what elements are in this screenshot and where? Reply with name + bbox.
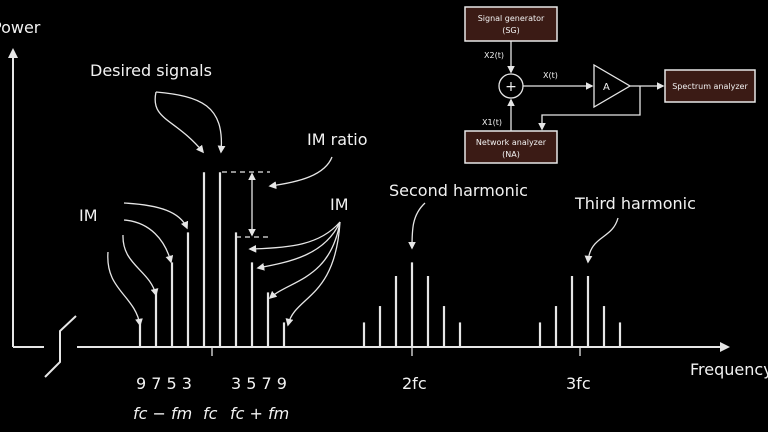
x-axis-label: Frequency bbox=[690, 360, 768, 379]
y-axis-label: Power bbox=[0, 18, 41, 37]
upper-order-labels: 3 5 7 9 bbox=[231, 374, 287, 393]
signal-generator-box bbox=[464, 6, 558, 42]
fc-minus-fm-label: fc − fm bbox=[133, 404, 192, 423]
2fc-label: 2fc bbox=[402, 374, 427, 393]
second-harmonic-label: Second harmonic bbox=[389, 181, 528, 200]
3fc-label: 3fc bbox=[566, 374, 591, 393]
lower-order-labels: 9 7 5 3 bbox=[136, 374, 192, 393]
summer-plus: + bbox=[505, 79, 517, 95]
im-ratio-label: IM ratio bbox=[307, 130, 368, 149]
amplifier-icon bbox=[593, 63, 632, 109]
third-harmonic-label: Third harmonic bbox=[574, 194, 696, 213]
network-analyzer-box bbox=[464, 130, 558, 164]
x2-label: X2(t) bbox=[484, 51, 504, 60]
im-left-label: IM bbox=[79, 206, 98, 225]
block-diagram: Signal generator (SG) Network analyzer (… bbox=[464, 6, 756, 164]
axis-break-icon bbox=[44, 315, 77, 378]
fc-label: fc bbox=[203, 404, 218, 423]
amplifier-label: A bbox=[603, 82, 610, 93]
annotation-arrows bbox=[107, 91, 619, 327]
network-analyzer-abbr: (NA) bbox=[502, 150, 520, 159]
desired-signals-label: Desired signals bbox=[90, 61, 212, 80]
x1-label: X1(t) bbox=[482, 118, 502, 127]
fc-plus-fm-label: fc + fm bbox=[230, 404, 289, 423]
spectrum-analyzer-label: Spectrum analyzer bbox=[672, 82, 748, 91]
spectral-lines bbox=[138, 172, 622, 347]
signal-generator-label: Signal generator bbox=[478, 14, 545, 23]
signal-generator-abbr: (SG) bbox=[502, 26, 520, 35]
spectrum-analyzer-box bbox=[664, 69, 756, 103]
im-right-label: IM bbox=[330, 195, 349, 214]
network-analyzer-label: Network analyzer bbox=[476, 138, 547, 147]
x-label: X(t) bbox=[543, 71, 558, 80]
